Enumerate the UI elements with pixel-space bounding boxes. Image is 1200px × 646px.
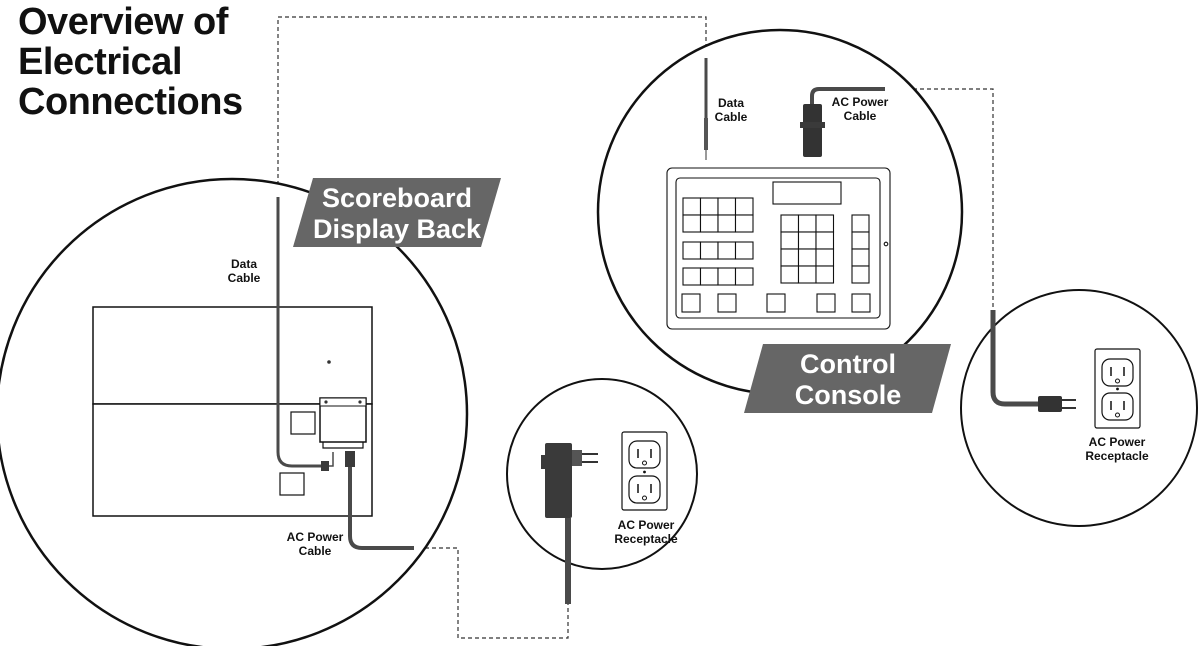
display-ac-cable <box>348 467 414 550</box>
display-access-panel-lower <box>279 472 305 496</box>
console-key <box>699 214 719 233</box>
display-back-view: Data Cable AC Power Cable <box>0 177 469 646</box>
receptacle-console-cable <box>990 310 1040 407</box>
console-function-key <box>681 293 701 313</box>
console-key <box>797 265 817 284</box>
receptacle-console-outlet <box>1094 348 1141 429</box>
console-key <box>851 214 870 233</box>
console-key <box>717 197 737 216</box>
console-key <box>717 267 737 286</box>
console-key <box>682 197 702 216</box>
console-function-key <box>717 293 737 313</box>
console-key <box>682 241 702 260</box>
display-data-cable <box>276 197 323 468</box>
console-key <box>815 248 835 267</box>
console-ac-cable-label-2: Cable <box>844 109 877 123</box>
console-key <box>734 267 754 286</box>
key-column-right <box>851 214 870 284</box>
receptacle-console-label-2: Receptacle <box>1085 449 1149 463</box>
console-key <box>780 214 800 233</box>
display-cabinet-upper <box>92 306 373 405</box>
display-mount-hole <box>327 360 331 364</box>
display-banner-line-1: Scoreboard <box>322 183 472 213</box>
display-ac-cable-label-2: Cable <box>299 544 332 558</box>
key-block-low-left <box>682 267 754 286</box>
receptacle-display-circle <box>506 378 698 570</box>
console-key <box>851 248 870 267</box>
console-key <box>851 265 870 284</box>
console-key <box>734 241 754 260</box>
dashed-link-display-console <box>277 16 707 185</box>
console-banner: Control Console <box>744 344 951 413</box>
console-key <box>699 197 719 216</box>
console-key <box>815 231 835 250</box>
console-key <box>699 267 719 286</box>
receptacle-display-outlet <box>621 431 668 511</box>
console-data-cable-label-1: Data <box>718 96 744 110</box>
display-ac-cable-label-1: AC Power <box>287 530 344 544</box>
title-line-2: Electrical <box>18 41 182 83</box>
console-banner-line-2: Console <box>795 380 902 410</box>
console-ac-cable <box>810 87 885 104</box>
console-ac-cable-label-1: AC Power <box>832 95 889 109</box>
key-block-mid-left <box>682 241 754 260</box>
console-key <box>734 214 754 233</box>
console-key <box>797 248 817 267</box>
display-access-panel-upper <box>290 411 316 435</box>
console-banner-line-1: Control <box>800 349 896 379</box>
console-ac-plug <box>803 104 822 157</box>
display-banner-line-2: Display Back <box>313 214 482 244</box>
receptacle-display-label-2: Receptacle <box>614 532 678 546</box>
receptacle-console-plug <box>1038 396 1062 412</box>
display-data-cable-label-2: Cable <box>228 271 261 285</box>
console-key <box>699 241 719 260</box>
receptacle-console-label-1: AC Power <box>1089 435 1146 449</box>
console-key <box>682 214 702 233</box>
display-back-banner: Scoreboard Display Back <box>293 178 501 247</box>
control-console <box>666 167 891 330</box>
console-key <box>734 197 754 216</box>
console-key <box>780 248 800 267</box>
title-line-1: Overview of <box>18 1 228 43</box>
dashed-link-console-receptacle <box>885 88 994 308</box>
display-junction-box <box>319 397 367 449</box>
console-key <box>815 214 835 233</box>
display-data-cable-label-1: Data <box>231 257 257 271</box>
console-view: Data Cable AC Power Cable <box>596 28 964 396</box>
console-key <box>780 265 800 284</box>
title-line-3: Connections <box>18 81 243 123</box>
key-block-center <box>780 214 835 284</box>
console-key <box>682 267 702 286</box>
console-function-key <box>766 293 786 313</box>
console-function-key <box>851 293 871 313</box>
console-key <box>717 214 737 233</box>
console-key <box>797 231 817 250</box>
console-key <box>780 231 800 250</box>
display-ac-plug <box>345 451 355 467</box>
receptacle-display-plug <box>545 443 572 518</box>
display-data-plug <box>321 461 329 471</box>
console-data-cable-label-2: Cable <box>715 110 748 124</box>
receptacle-console-circle <box>960 289 1198 527</box>
receptacle-console-view: AC Power Receptacle <box>960 289 1198 527</box>
console-key <box>815 265 835 284</box>
console-key <box>797 214 817 233</box>
console-key <box>717 241 737 260</box>
receptacle-display-label-1: AC Power <box>618 518 675 532</box>
console-key-grids <box>681 197 871 313</box>
diagram-title: Overview of Electrical Connections <box>18 2 243 122</box>
console-function-key <box>816 293 836 313</box>
console-key <box>851 231 870 250</box>
key-block-top-left <box>682 197 754 233</box>
dashed-link-display-receptacle <box>425 547 569 639</box>
receptacle-display-view: AC Power Receptacle <box>506 378 698 604</box>
